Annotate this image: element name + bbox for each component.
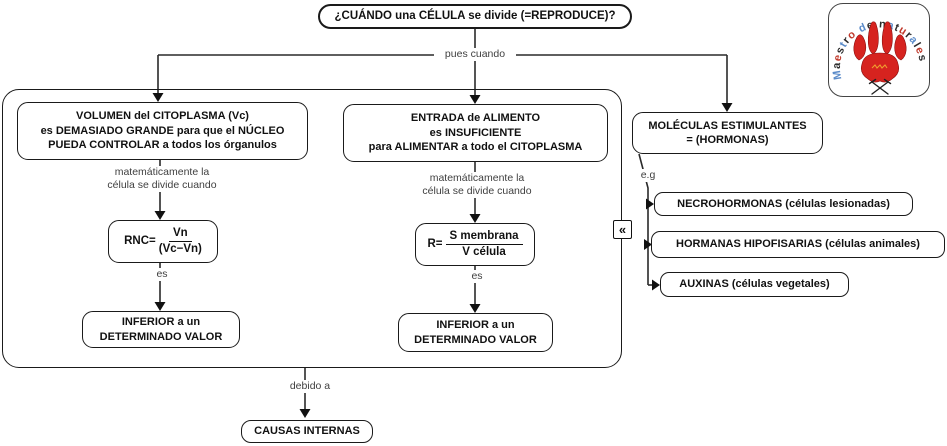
link-label-line: célula se divide cuando	[107, 179, 217, 191]
causas-internas-box[interactable]: CAUSAS INTERNAS	[241, 420, 373, 443]
formula-rnc-numerator: Vn	[168, 227, 192, 242]
inferior-value-line: DETERMINADO VALOR	[99, 330, 223, 343]
hormonas-hipofisarias-label: HORMANAS HIPOFISARIAS (células animales)	[676, 238, 920, 251]
formula-r-box[interactable]: R= S membrana V célula	[415, 223, 535, 266]
formula-rnc-box[interactable]: RNC= Vn (Vc−Vn)	[108, 220, 218, 263]
formula-rnc-fraction: Vn (Vc−Vn)	[159, 227, 202, 256]
link-label-es-left: es	[149, 268, 175, 281]
volume-cause-line: PUEDA CONTROLAR a todos los órganulos	[48, 139, 277, 152]
formula-rnc-denominator: (Vc−Vn)	[158, 243, 202, 255]
crossed-hammers-icon	[868, 78, 892, 95]
inferior-value-box-mid[interactable]: INFERIOR a un DETERMINADO VALOR	[398, 313, 553, 352]
link-label-line: célula se divide cuando	[422, 185, 532, 197]
causas-internas-label: CAUSAS INTERNAS	[254, 425, 360, 438]
hormones-cause-box[interactable]: MOLÉCULAS ESTIMULANTES = (HORMONAS)	[632, 112, 823, 154]
formula-rnc-lhs: RNC=	[124, 235, 156, 248]
collapse-badge[interactable]: «	[613, 220, 632, 239]
volume-cause-line: VOLUMEN del CITOPLASMA (Vc)	[76, 110, 249, 123]
hormonas-hipofisarias-box[interactable]: HORMANAS HIPOFISARIAS (células animales)	[651, 231, 945, 258]
inferior-value-line: INFERIOR a un	[121, 316, 201, 328]
necrohormonas-box[interactable]: NECROHORMONAS (células lesionadas)	[654, 192, 913, 216]
link-label-matematicamente-mid: matemáticamente la célula se divide cuan…	[410, 172, 544, 198]
inferior-value-line: DETERMINADO VALOR	[414, 333, 537, 346]
volume-cause-box[interactable]: VOLUMEN del CITOPLASMA (Vc) es DEMASIADO…	[17, 102, 308, 160]
hormones-cause-line: MOLÉCULAS ESTIMULANTES	[648, 119, 807, 132]
link-label-debido-a: debido a	[279, 380, 341, 393]
link-label-matematicamente-left: matemáticamente la célula se divide cuan…	[95, 166, 229, 192]
root-question-box[interactable]: ¿CUÁNDO una CÉLULA se divide (=REPRODUCE…	[318, 4, 632, 29]
hormones-cause-line: = (HORMONAS)	[686, 134, 769, 146]
formula-r-numerator: S membrana	[445, 230, 523, 245]
auxinas-label: AUXINAS (células vegetales)	[679, 278, 830, 291]
formula-r-lhs: R=	[427, 238, 443, 251]
food-cause-box[interactable]: ENTRADA de ALIMENTO es INSUFICIENTE para…	[343, 104, 608, 162]
volume-cause-line: es DEMASIADO GRANDE para que el NÚCLEO	[40, 124, 285, 137]
inferior-value-line: INFERIOR a un	[436, 319, 515, 331]
link-label-line: matemáticamente la	[429, 172, 525, 184]
link-label-line: matemáticamente la	[114, 166, 210, 178]
root-question-label: ¿CUÁNDO una CÉLULA se divide (=REPRODUCE…	[334, 10, 616, 23]
link-label-es-mid: es	[464, 270, 490, 283]
inferior-value-box-left[interactable]: INFERIOR a un DETERMINADO VALOR	[82, 311, 240, 348]
link-label-eg: e.g	[633, 169, 663, 182]
formula-r-fraction: S membrana V célula	[445, 230, 523, 259]
link-label-pues-cuando: pues cuando	[434, 48, 516, 61]
food-cause-line: para ALIMENTAR a todo el CITOPLASMA	[368, 141, 583, 154]
paw-print-icon	[853, 21, 907, 83]
paw-pad-mark	[871, 64, 888, 69]
food-cause-line: ENTRADA de ALIMENTO	[410, 112, 541, 125]
food-cause-line: es INSUFICIENTE	[429, 126, 522, 139]
necrohormonas-label: NECROHORMONAS (células lesionadas)	[677, 197, 890, 210]
auxinas-box[interactable]: AUXINAS (células vegetales)	[660, 272, 849, 297]
formula-r-denominator: V célula	[462, 246, 506, 258]
